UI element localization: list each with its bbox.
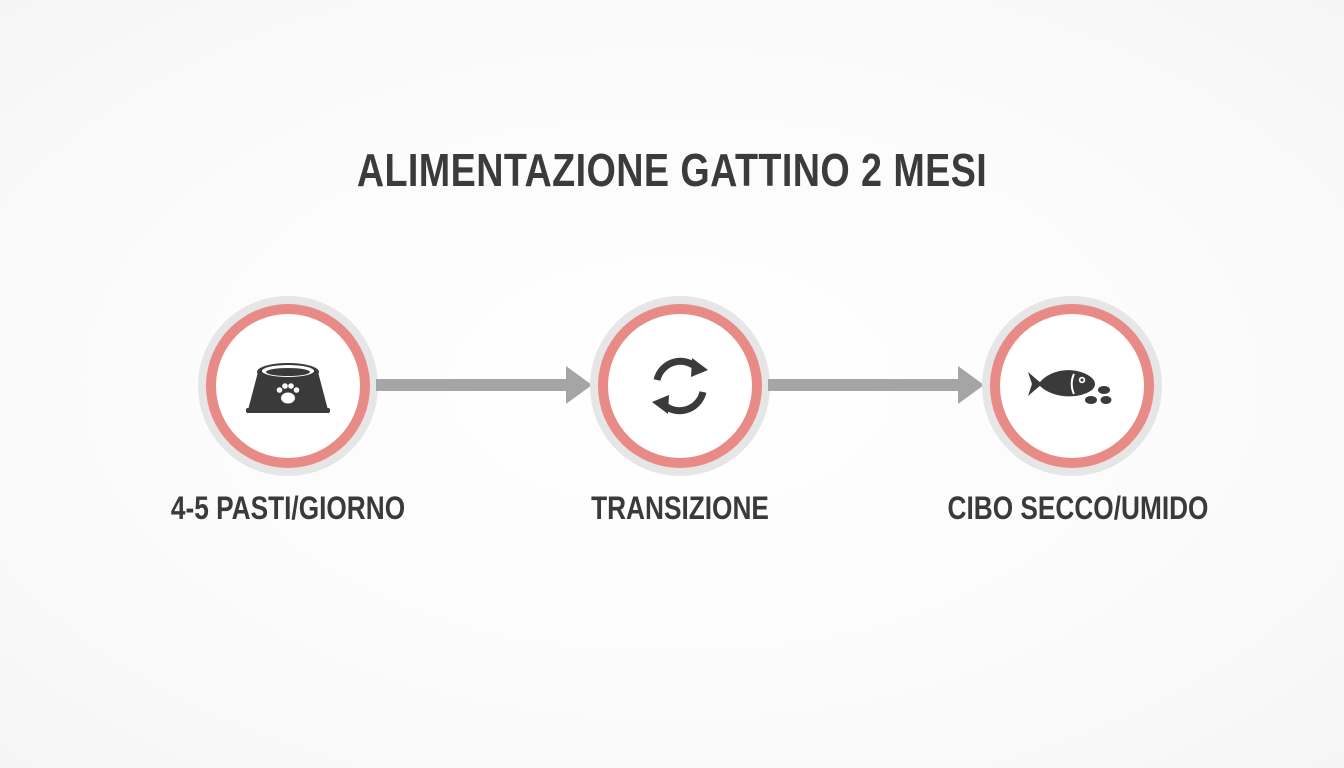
step-ring-inner xyxy=(608,314,752,458)
step-label-transition: TRANSIZIONE xyxy=(591,490,769,526)
diagram-title: ALIMENTAZIONE GATTINO 2 MESI xyxy=(356,144,988,196)
arrow-shaft xyxy=(376,379,568,391)
step-label-feeding-frequency: 4-5 PASTI/GIORNO xyxy=(170,490,406,526)
step-food-type xyxy=(982,296,1162,476)
arrow-head xyxy=(566,366,592,404)
step-feeding-frequency xyxy=(198,296,378,476)
fish-kibble-icon xyxy=(1022,336,1122,436)
pet-bowl-paw-icon xyxy=(238,336,338,436)
arrow-shaft xyxy=(768,379,960,391)
arrow-right-icon xyxy=(376,366,592,404)
refresh-cycle-icon xyxy=(630,336,730,436)
step-transition xyxy=(590,296,770,476)
step-label-food-type: CIBO SECCO/UMIDO xyxy=(947,490,1209,526)
arrow-right-icon xyxy=(768,366,984,404)
arrow-head xyxy=(958,366,984,404)
